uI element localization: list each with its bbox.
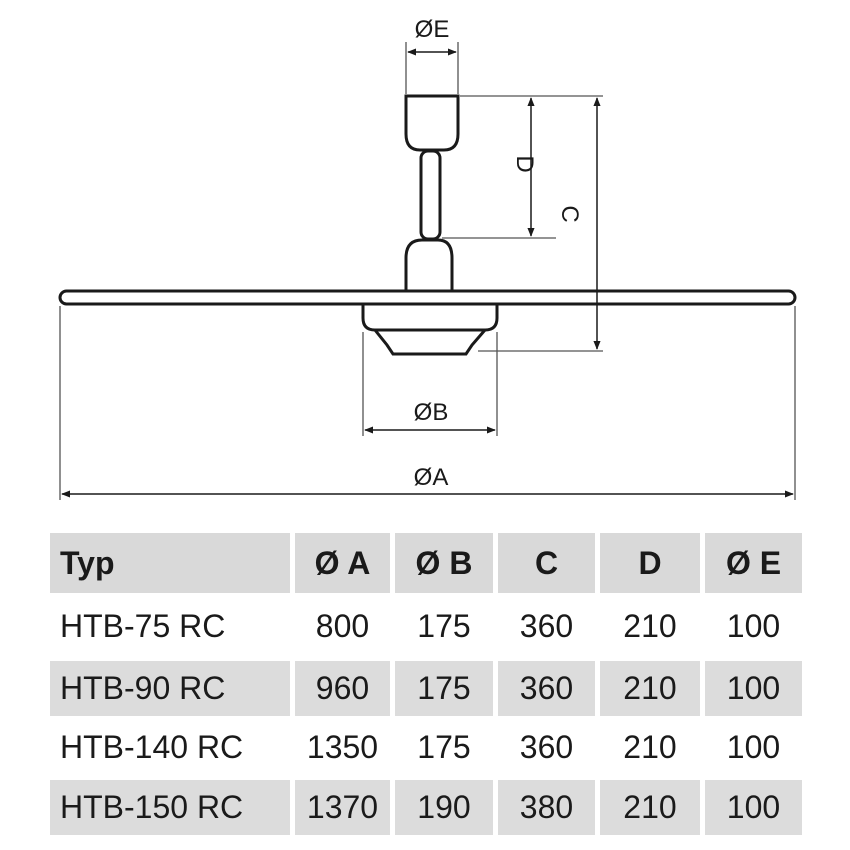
table-row: HTB-140 RC 1350 175 360 210 100: [50, 716, 802, 776]
cell-dia-b: 175: [390, 597, 493, 657]
cell-typ: HTB-90 RC: [50, 656, 290, 716]
motor-housing-top: [404, 238, 454, 292]
light-cover: [371, 328, 489, 356]
cell-typ: HTB-75 RC: [60, 608, 226, 645]
cell-dia-a: 1350: [290, 716, 390, 776]
extension-lines: [59, 42, 796, 500]
label-dim-c: C: [556, 205, 583, 222]
motor-housing-bottom: [361, 302, 499, 332]
cell-typ: HTB-140 RC: [50, 716, 290, 776]
fan-blade: [58, 289, 797, 306]
header-c: C: [493, 533, 595, 597]
cell-dia-b: 175: [390, 656, 493, 716]
cell-d: 210: [595, 716, 700, 776]
cell-c: 360: [493, 597, 595, 657]
cell-d: 210: [595, 656, 700, 716]
header-d: D: [595, 533, 700, 597]
cell-dia-e: 100: [700, 716, 802, 776]
cell-c: 360: [493, 656, 595, 716]
specification-table: Typ Ø A Ø B C D Ø E HTB-75 RC 800 175 36…: [50, 533, 802, 835]
cell-typ: HTB-150 RC: [50, 775, 290, 835]
header-dia-a: Ø A: [290, 533, 390, 597]
cell-c: 360: [493, 716, 595, 776]
dimension-lines: [61, 48, 794, 498]
header-dia-b: Ø B: [390, 533, 493, 597]
ceiling-canopy: [404, 94, 460, 152]
cell-d: 210: [595, 597, 700, 657]
table-row: HTB-150 RC 1370 190 380 210 100: [50, 775, 802, 835]
cell-dia-e: 100: [700, 775, 802, 835]
cell-d: 210: [595, 775, 700, 835]
cell-c: 380: [493, 775, 595, 835]
label-dim-d: D: [511, 155, 538, 172]
header-typ: Typ: [50, 533, 290, 597]
label-dia-b: ØB: [414, 399, 449, 426]
cell-dia-a: 800: [290, 597, 390, 657]
fan-outline: [58, 94, 797, 356]
cell-dia-a: 960: [290, 656, 390, 716]
table-row: HTB-90 RC 960 175 360 210 100: [50, 656, 802, 716]
ceiling-fan-dimension-drawing: ØE D C ØB ØA: [58, 16, 797, 500]
cell-dia-e: 100: [700, 597, 802, 657]
table-header-row: Typ Ø A Ø B C D Ø E: [50, 533, 802, 597]
header-dia-e: Ø E: [700, 533, 802, 597]
label-dia-a: ØA: [414, 464, 449, 491]
cell-dia-a: 1370: [290, 775, 390, 835]
down-rod: [419, 149, 442, 241]
cell-dia-b: 175: [390, 716, 493, 776]
cell-dia-b: 190: [390, 775, 493, 835]
label-dia-e: ØE: [415, 16, 450, 43]
cell-dia-e: 100: [700, 656, 802, 716]
table-row: HTB-75 RC 800 175 360 210 100: [50, 597, 802, 657]
